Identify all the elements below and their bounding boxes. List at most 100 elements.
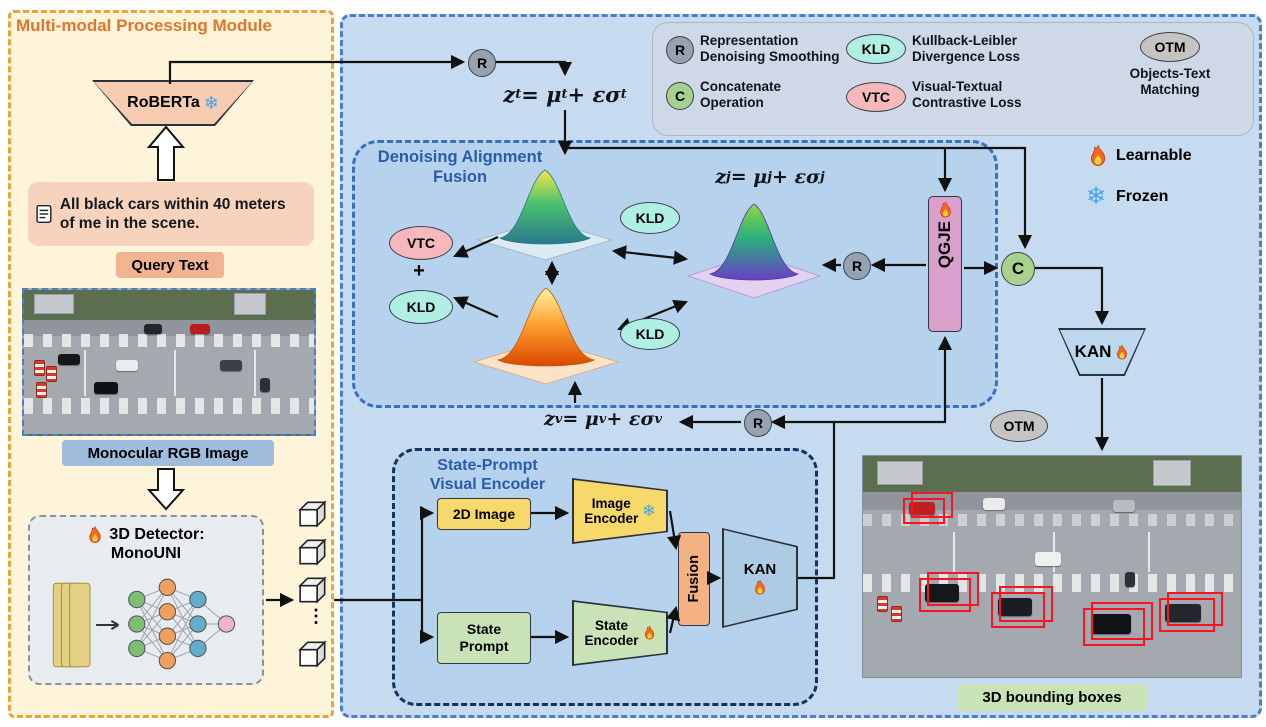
traffic-barrier <box>877 596 888 612</box>
detector-name: MonoUNI <box>110 545 182 562</box>
zt-base: z <box>503 81 516 107</box>
image-encoder-label: Image Encoder <box>584 496 639 526</box>
document-icon <box>36 204 52 224</box>
kld-node-bottom: KLD <box>620 318 680 350</box>
building <box>234 293 266 315</box>
car <box>94 382 118 394</box>
zj-mid: = μ <box>730 166 768 188</box>
legend-r-node: R <box>666 36 694 64</box>
kld-node-top: KLD <box>620 202 680 234</box>
zj-tail-sub: j <box>820 169 825 185</box>
kan-head-label: KAN <box>1074 342 1112 361</box>
r-node-visual: R <box>744 409 772 437</box>
state-prompt-box: State Prompt <box>437 612 531 664</box>
3d-bounding-box <box>1159 592 1223 632</box>
legend-otm-node: OTM <box>1140 32 1200 62</box>
car <box>1091 614 1131 634</box>
zv-mid: = μ <box>562 408 599 430</box>
car <box>1165 604 1201 622</box>
legend-r-label: Representation Denoising Smoothing <box>700 33 840 65</box>
zv-base: z <box>543 408 555 430</box>
cube-icon <box>298 640 327 668</box>
r-node-joint: R <box>843 252 871 280</box>
lane-line <box>254 350 256 396</box>
motorcycle <box>1125 572 1135 587</box>
lane-line <box>953 532 955 572</box>
car <box>58 354 80 365</box>
traffic-barrier <box>891 606 902 622</box>
legend-otm-label: Objects-Text Matching <box>1129 66 1211 98</box>
kan-visual-label: KAN <box>743 560 777 578</box>
legend-vtc-node: VTC <box>846 82 906 112</box>
roberta-inner: RoBERTa ❄ <box>94 82 252 124</box>
query-text: All black cars within 40 meters of me in… <box>59 195 286 232</box>
rgb-image-caption: Monocular RGB Image <box>62 440 274 466</box>
zv-tail-sub: v <box>654 411 663 427</box>
state-encoder-block: State Encoder <box>572 600 668 666</box>
kan-visual-block: KAN <box>722 528 798 628</box>
result-image <box>862 455 1242 678</box>
car <box>144 324 162 334</box>
state-encoder-inner: State Encoder <box>574 602 666 664</box>
zt-mid: = μ <box>521 81 562 107</box>
otm-node: OTM <box>990 410 1048 442</box>
legend-vtc-label: Visual-Textual Contrastive Loss <box>912 79 1022 111</box>
legend-c-label: Concatenate Operation <box>700 79 782 111</box>
3d-bounding-box <box>991 586 1053 628</box>
zj-tail: + εσ <box>771 166 821 188</box>
snowflake-icon: ❄ <box>642 503 656 520</box>
lane-line <box>84 350 86 396</box>
flame-icon <box>1117 344 1128 359</box>
zv-base-sub: v <box>554 411 563 427</box>
crosswalk <box>863 514 1241 526</box>
3d-bounding-box <box>919 572 979 612</box>
legend-kld-label: Kullback-Leibler Divergence Loss <box>912 33 1021 65</box>
crosswalk <box>24 398 314 414</box>
frozen-label: Frozen <box>1116 188 1169 205</box>
legend-kld-node: KLD <box>846 34 906 64</box>
zv-mid-sub: v <box>598 411 607 427</box>
traffic-barrier <box>36 382 47 398</box>
left-panel-title: Multi-modal Processing Module <box>16 16 272 35</box>
zv-tail: + εσ <box>606 408 655 430</box>
fusion-label: Fusion <box>686 555 702 603</box>
result-caption: 3D bounding boxes <box>957 684 1147 711</box>
vtc-node: VTC <box>389 226 453 260</box>
cube-icon <box>298 500 327 528</box>
r-node-text: R <box>468 49 496 77</box>
cube-icon <box>298 576 327 604</box>
roberta-block: RoBERTa ❄ <box>92 80 254 126</box>
detector-title-row: 3D Detector: <box>30 525 262 545</box>
monocular-rgb-image <box>22 288 316 436</box>
zt-mid-sub: t <box>561 86 568 102</box>
car <box>909 502 935 515</box>
concatenate-node: C <box>1001 252 1035 286</box>
lane-line <box>1148 532 1150 572</box>
state-encoder-label: State Encoder <box>584 618 639 648</box>
3d-bounding-box <box>903 492 953 524</box>
kan-head-block: KAN <box>1058 328 1146 376</box>
fusion-box: Fusion <box>678 532 710 626</box>
encoder-panel-title: State-Prompt Visual Encoder <box>429 457 546 494</box>
lane-line <box>174 350 176 396</box>
traffic-barrier <box>46 366 57 382</box>
2d-image-box: 2D Image <box>437 498 531 530</box>
flame-icon <box>1090 145 1106 166</box>
image-encoder-inner: Image Encoder ❄ <box>574 480 666 542</box>
snowflake-icon: ❄ <box>203 92 219 113</box>
crosswalk <box>24 334 314 347</box>
flame-icon <box>89 526 102 543</box>
learnable-label: Learnable <box>1116 147 1192 164</box>
flame-icon <box>939 201 951 218</box>
legend-c-node: C <box>666 82 694 110</box>
plus-sign: + <box>413 259 425 282</box>
kan-head-inner: KAN <box>1060 330 1144 374</box>
motorcycle <box>260 378 270 392</box>
zt-tail-sub: t <box>620 86 627 102</box>
detector-title: 3D Detector: <box>109 526 205 543</box>
gaussian-surface-joint <box>686 203 822 299</box>
kld-node-left: KLD <box>389 290 453 324</box>
